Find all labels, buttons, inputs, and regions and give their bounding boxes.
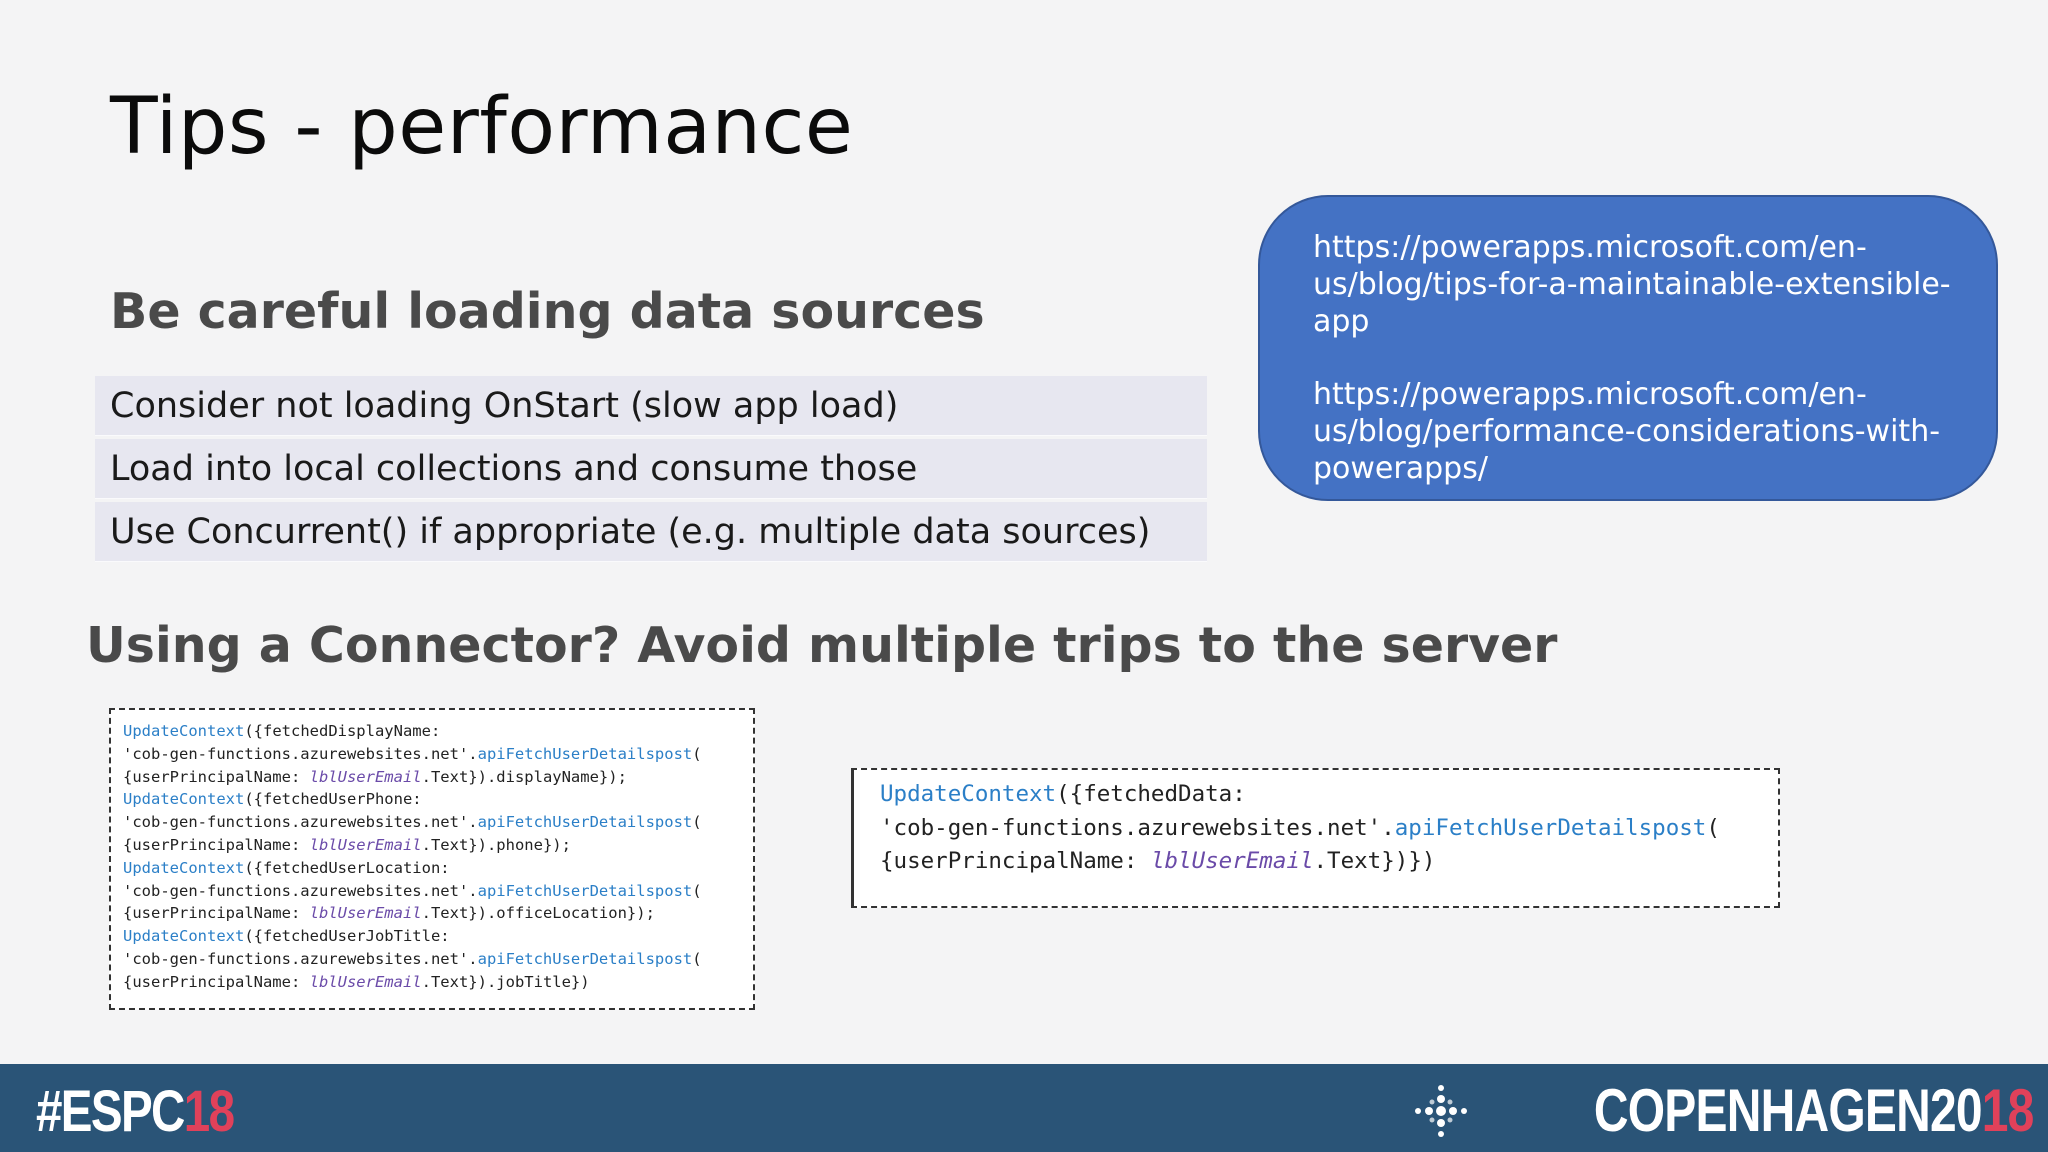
code-line: 'cob-gen-functions.azurewebsites.net'.ap… xyxy=(123,949,702,968)
link-maintainable-app[interactable]: https://powerapps.microsoft.com/en-us/bl… xyxy=(1313,230,1951,339)
code-line: UpdateContext({fetchedData: xyxy=(880,781,1246,807)
event-hashtag: #ESPC18 xyxy=(36,1079,235,1144)
code-line: {userPrincipalName: lblUserEmail.Text}).… xyxy=(123,904,655,923)
code-snippet-multiple-calls: UpdateContext({fetchedDisplayName: 'cob-g… xyxy=(109,708,755,1010)
tip-item: Load into local collections and consume … xyxy=(95,439,1207,499)
tip-item: Consider not loading OnStart (slow app l… xyxy=(95,376,1207,436)
code-line: {userPrincipalName: lblUserEmail.Text}).… xyxy=(123,972,590,991)
code-snippet-single-call: UpdateContext({fetchedData: 'cob-gen-func… xyxy=(851,768,1780,908)
code-line: UpdateContext({fetchedUserLocation: xyxy=(123,858,450,877)
espc-cross-logo-icon xyxy=(1415,1084,1468,1137)
code-line: {userPrincipalName: lblUserEmail.Text}).… xyxy=(123,835,571,854)
code-line: 'cob-gen-functions.azurewebsites.net'.ap… xyxy=(123,813,702,832)
links-callout: https://powerapps.microsoft.com/en-us/bl… xyxy=(1258,195,1998,501)
code-line: UpdateContext({fetchedUserPhone: xyxy=(123,790,422,809)
code-line: UpdateContext({fetchedUserJobTitle: xyxy=(123,927,450,946)
tips-list: Consider not loading OnStart (slow app l… xyxy=(95,376,1207,565)
code-line: {userPrincipalName: lblUserEmail.Text})}… xyxy=(880,848,1436,874)
link-performance-considerations[interactable]: https://powerapps.microsoft.com/en-us/bl… xyxy=(1313,377,1941,486)
code-line: 'cob-gen-functions.azurewebsites.net'.ap… xyxy=(123,881,702,900)
code-line: 'cob-gen-functions.azurewebsites.net'.ap… xyxy=(880,814,1720,841)
event-location: COPENHAGEN2018 xyxy=(1410,1076,2035,1145)
code-line: UpdateContext({fetchedDisplayName: xyxy=(123,722,441,740)
footer-bar: #ESPC18 COPENH xyxy=(0,1064,2048,1152)
code-line: {userPrincipalName: lblUserEmail.Text}).… xyxy=(123,767,627,786)
code-line: 'cob-gen-functions.azurewebsites.net'.ap… xyxy=(123,744,702,763)
slide-title: Tips - performance xyxy=(110,82,854,172)
city-name: COPENHAGEN2018 xyxy=(1594,1077,2034,1144)
section-heading-connector: Using a Connector? Avoid multiple trips … xyxy=(86,617,1558,674)
tip-item: Use Concurrent() if appropriate (e.g. mu… xyxy=(95,502,1207,562)
section-heading-data-sources: Be careful loading data sources xyxy=(110,283,985,340)
